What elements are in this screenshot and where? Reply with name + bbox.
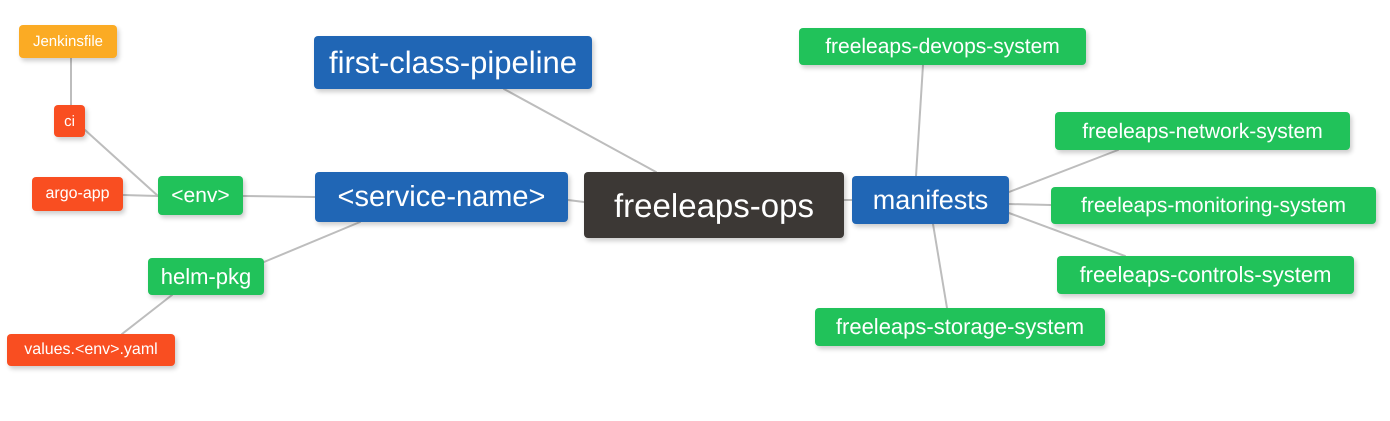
node-label: manifests [872, 184, 989, 215]
node-label: Jenkinsfile [32, 33, 104, 50]
edge-service-name-to-freeleaps-ops [567, 199, 585, 203]
node-values-env-yaml[interactable]: values.<env>.yaml [7, 334, 175, 366]
node-label: freeleaps-controls-system [1079, 262, 1332, 287]
node-label: <service-name> [337, 180, 546, 213]
node-freeleaps-devops-system[interactable]: freeleaps-devops-system [799, 28, 1086, 65]
edge-env-to-service-name [242, 195, 316, 198]
node-freeleaps-monitoring-system[interactable]: freeleaps-monitoring-system [1051, 187, 1376, 224]
edge-first-class-pipeline-to-freeleaps-ops [503, 88, 657, 173]
node-env[interactable]: <env> [158, 176, 243, 215]
node-freeleaps-network-system[interactable]: freeleaps-network-system [1055, 112, 1350, 150]
node-label: freeleaps-network-system [1082, 119, 1323, 143]
node-jenkinsfile[interactable]: Jenkinsfile [19, 25, 117, 58]
node-helm-pkg[interactable]: helm-pkg [148, 258, 264, 295]
node-label: freeleaps-devops-system [825, 35, 1060, 58]
node-label: values.<env>.yaml [24, 341, 158, 358]
node-label: freeleaps-ops [614, 186, 814, 224]
node-service-name[interactable]: <service-name> [315, 172, 568, 222]
node-label: helm-pkg [160, 263, 252, 289]
node-ci[interactable]: ci [54, 105, 85, 137]
node-argo-app[interactable]: argo-app [32, 177, 123, 211]
edge-manifests-to-freeleaps-devops-system [915, 64, 924, 177]
node-first-class-pipeline[interactable]: first-class-pipeline [314, 36, 592, 89]
node-label: freeleaps-storage-system [835, 314, 1085, 339]
edge-helm-pkg-to-values-env-yaml [121, 294, 173, 335]
edge-service-name-to-helm-pkg [263, 221, 361, 263]
edge-manifests-to-freeleaps-storage-system [932, 223, 948, 309]
edge-manifests-to-freeleaps-network-system [1008, 149, 1119, 193]
node-label: ci [64, 112, 75, 130]
edge-manifests-to-freeleaps-monitoring-system [1008, 203, 1052, 206]
node-label: freeleaps-monitoring-system [1081, 194, 1346, 217]
node-label: <env> [171, 184, 230, 207]
edge-argo-app-to-env [122, 194, 159, 197]
node-label: argo-app [45, 185, 110, 202]
node-freeleaps-storage-system[interactable]: freeleaps-storage-system [815, 308, 1105, 346]
node-manifests[interactable]: manifests [852, 176, 1009, 224]
node-freeleaps-controls-system[interactable]: freeleaps-controls-system [1057, 256, 1354, 294]
node-freeleaps-ops[interactable]: freeleaps-ops [584, 172, 844, 238]
node-label: first-class-pipeline [328, 45, 578, 80]
